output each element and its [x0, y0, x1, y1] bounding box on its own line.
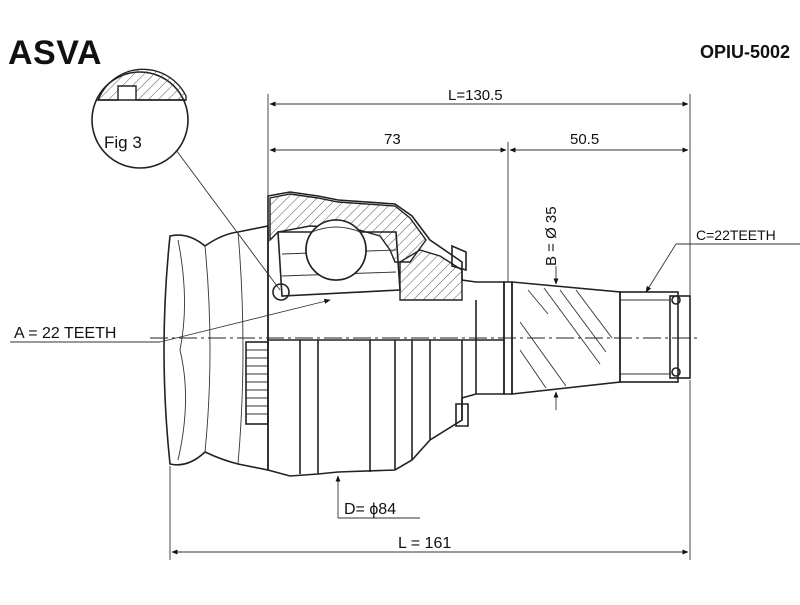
dim-overall-bottom-label: L = 161 [398, 535, 451, 552]
dim-shaft-diameter-label: B = Ø 35 [543, 206, 560, 266]
dim-overall-top-label: L=130.5 [448, 87, 503, 104]
brand-logo: ASVA [8, 34, 102, 72]
dimension-inner-splines: A = 22 TEETH [10, 298, 331, 343]
rubber-boot [163, 225, 269, 471]
detail-label: Fig 3 [104, 133, 142, 152]
dim-housing-diameter-label: D= ϕ84 [344, 501, 396, 518]
dim-inner-splines-label: A = 22 TEETH [14, 325, 116, 342]
dim-right-section-label: 50.5 [570, 131, 599, 148]
joint-ball [272, 219, 367, 301]
part-number: OPIU-5002 [699, 42, 790, 62]
dimension-housing-diameter: D= ϕ84 [335, 475, 420, 519]
dimension-shaft-diameter: B = Ø 35 [543, 206, 560, 410]
detail-circle: Fig 3 [91, 68, 281, 291]
dim-outer-splines-label: C=22TEETH [696, 227, 776, 243]
dimension-overall-top: L=130.5 [267, 87, 691, 296]
dimension-overall-bottom: L = 161 [169, 380, 691, 560]
dim-left-section-label: 73 [384, 131, 401, 148]
dimension-outer-splines: C=22TEETH [645, 227, 800, 293]
outer-housing [245, 191, 505, 477]
dimension-sections: 73 50.5 [269, 131, 689, 282]
